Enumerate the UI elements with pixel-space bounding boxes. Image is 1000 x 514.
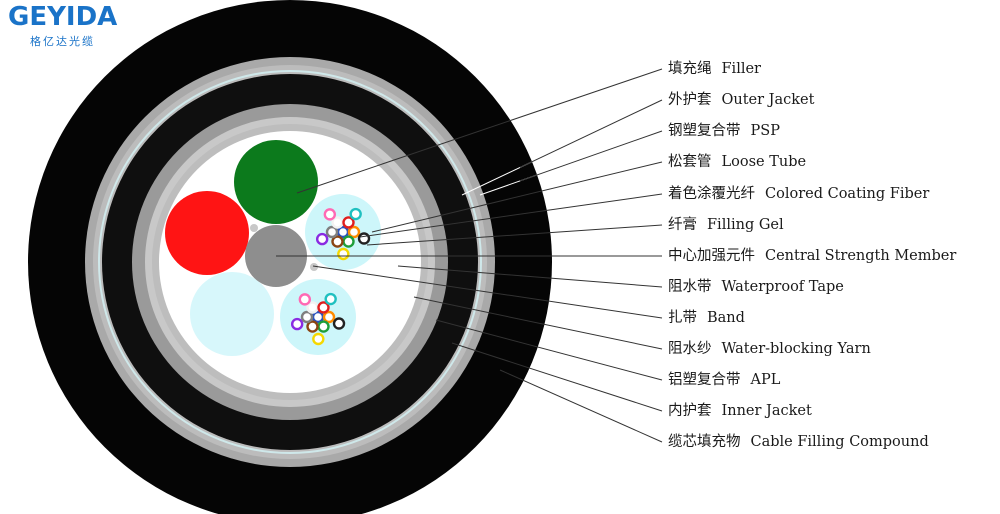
label-cn: 松套管 xyxy=(668,154,712,170)
label-cn: 阻水带 xyxy=(668,279,712,295)
label-waterproof-tape: 阻水带 Waterproof Tape xyxy=(668,277,844,297)
upper-fiber xyxy=(337,247,350,261)
label-en: Colored Coating Fiber xyxy=(765,186,930,202)
brand-logo: GEYIDA xyxy=(8,2,118,32)
brand-logo-subtitle: 格亿达光缆 xyxy=(30,35,95,48)
upper-fiber xyxy=(331,216,344,229)
label-colored-coating-fiber: 着色涂覆光纤 Colored Coating Fiber xyxy=(668,184,929,204)
leader-line-outer-2 xyxy=(519,130,663,182)
label-cn: 阻水纱 xyxy=(668,341,712,357)
label-cn: 钢塑复合带 xyxy=(668,123,741,139)
leader-line-11 xyxy=(451,342,663,412)
leader-lines xyxy=(276,68,663,443)
lower-fiber xyxy=(312,332,325,346)
label-en: Cable Filling Compound xyxy=(750,434,929,450)
upper-fiber xyxy=(325,225,339,239)
upper-fiber xyxy=(357,232,371,245)
label-filling-gel: 纤膏 Filling Gel xyxy=(668,215,784,235)
water-blocking-yarn-dot-2 xyxy=(310,263,318,271)
upper-fiber xyxy=(342,216,355,229)
label-inner-jacket: 内护套 Inner Jacket xyxy=(668,401,812,421)
upper-fiber xyxy=(336,225,350,239)
label-en: Filling Gel xyxy=(707,217,784,233)
label-en: Band xyxy=(707,310,745,326)
label-en: Outer Jacket xyxy=(721,92,815,108)
upper-fiber xyxy=(315,232,329,246)
leader-line-3 xyxy=(371,161,663,233)
upper-fiber xyxy=(323,208,337,221)
label-cn: 填充绳 xyxy=(668,61,712,77)
label-en: Loose Tube xyxy=(721,154,807,170)
label-en: APL xyxy=(750,372,781,388)
upper-fiber xyxy=(331,235,344,248)
label-cn: 内护套 xyxy=(668,403,712,419)
lower-fiber xyxy=(324,292,337,306)
leader-line-5 xyxy=(366,224,663,246)
leader-line-4 xyxy=(359,193,663,238)
label-cn: 扎带 xyxy=(668,310,697,326)
label-outer-jacket: 外护套 Outer Jacket xyxy=(668,90,814,110)
lower-fiber xyxy=(311,310,325,324)
lower-fiber xyxy=(317,301,330,314)
label-cn: 着色涂覆光纤 xyxy=(668,186,755,202)
water-blocking-yarn-dot-1 xyxy=(250,224,258,232)
cyan-filler xyxy=(190,272,274,356)
label-cn: 外护套 xyxy=(668,92,712,108)
upper-fiber xyxy=(347,225,361,239)
lower-fiber xyxy=(332,317,346,330)
leader-line-7 xyxy=(397,265,663,288)
label-cn: 铝塑复合带 xyxy=(668,372,741,388)
label-apl: 铝塑复合带 APL xyxy=(668,370,780,390)
leader-line-8 xyxy=(312,265,663,319)
green-filler xyxy=(234,140,318,224)
label-central-strength-member: 中心加强元件 Central Strength Member xyxy=(668,246,956,266)
label-en: Water-blocking Yarn xyxy=(721,341,871,357)
leader-line-outer-1 xyxy=(519,99,663,168)
label-cn: 中心加强元件 xyxy=(668,248,755,264)
label-band: 扎带 Band xyxy=(668,308,745,328)
lower-fiber xyxy=(298,293,312,306)
label-en: Waterproof Tape xyxy=(721,279,844,295)
lower-fiber xyxy=(306,301,319,314)
leader-line-9 xyxy=(413,296,663,350)
leader-line-0 xyxy=(296,68,663,194)
label-filler: 填充绳 Filler xyxy=(668,59,761,79)
label-en: Inner Jacket xyxy=(721,403,812,419)
label-water-blocking-yarn: 阻水纱 Water-blocking Yarn xyxy=(668,339,871,359)
leader-line-12 xyxy=(499,369,663,443)
lower-fiber xyxy=(290,317,304,331)
upper-fiber xyxy=(349,207,362,221)
label-en: Filler xyxy=(721,61,762,77)
psp-ring-line xyxy=(98,70,482,454)
label-loose-tube: 松套管 Loose Tube xyxy=(668,152,806,172)
label-cable-filling-compound: 缆芯填充物 Cable Filling Compound xyxy=(668,432,929,452)
lower-fiber xyxy=(317,320,330,333)
colored-fibers-lower xyxy=(290,292,346,346)
red-filler xyxy=(165,191,249,275)
lower-fiber xyxy=(300,310,314,324)
leader-line-10 xyxy=(435,319,663,381)
label-cn: 缆芯填充物 xyxy=(668,434,741,450)
label-cn: 纤膏 xyxy=(668,217,697,233)
label-psp: 钢塑复合带 PSP xyxy=(668,121,780,141)
upper-fiber xyxy=(342,235,355,248)
label-en: Central Strength Member xyxy=(765,248,957,264)
label-en: PSP xyxy=(750,123,780,139)
lower-fiber xyxy=(322,310,336,324)
lower-fiber xyxy=(306,320,319,333)
